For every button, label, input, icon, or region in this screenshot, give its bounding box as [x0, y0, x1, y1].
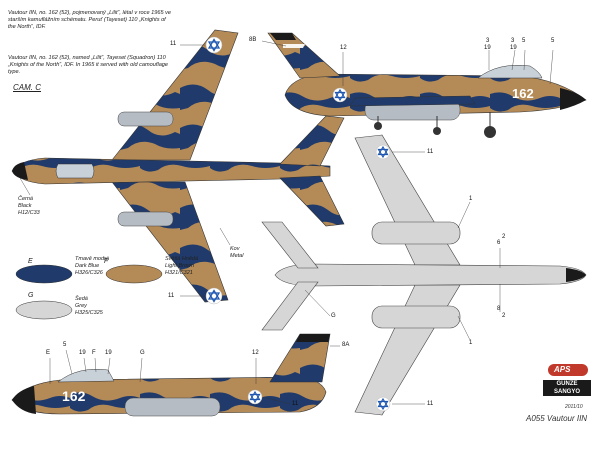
callout-11-topview-low: 11: [168, 293, 175, 299]
callout-11-low: 11: [427, 401, 434, 407]
swatch-light-brown: [105, 264, 163, 284]
callout-11-top: 11: [170, 41, 177, 47]
callout-11-mid: 11: [427, 149, 434, 155]
swatch-grey: [15, 300, 73, 320]
side-view-top: 162: [261, 32, 587, 138]
legend-f-code: H321/C321: [165, 270, 193, 276]
callout-8B: 8B: [249, 37, 257, 43]
legend-g-cz: Šedá: [75, 296, 88, 302]
callout-1a: 1: [469, 196, 473, 202]
cam-label: CAM. C: [13, 83, 41, 92]
callout-19c: 19: [105, 350, 112, 356]
gunze-sangyo-logo: GUNZE SANGYO: [543, 380, 591, 396]
callout-5a2: 5: [551, 38, 555, 44]
callout-19a: 19: [484, 45, 491, 51]
footer-date: 2011/10: [565, 404, 583, 410]
black-label-en: Black: [18, 203, 32, 209]
side-view-bottom: 162: [11, 333, 340, 417]
callout-12b: 12: [252, 350, 259, 356]
note-czech: Vautour IIN, no. 162 (52), pojmenovaný „…: [8, 10, 172, 30]
callout-12-top: 12: [340, 45, 347, 51]
legend-letter-f: F: [104, 258, 109, 265]
callout-5a: 5: [522, 38, 526, 44]
footer-title: A055 Vautour IIN: [526, 414, 588, 423]
metal-label-en: Metal: [230, 253, 244, 259]
legend-f-en: Light Brown: [165, 263, 195, 269]
callout-2b: 2: [502, 313, 506, 319]
black-label-cz: Černá: [18, 196, 33, 202]
legend-g-code: H325/C325: [75, 310, 103, 316]
callout-5b: 5: [63, 342, 67, 348]
callout-E: E: [46, 350, 51, 356]
legend-e-code: H326/C326: [75, 270, 103, 276]
legend-letter-e: E: [28, 258, 33, 265]
callout-6: 6: [497, 240, 501, 246]
top-view: [11, 29, 345, 305]
callout-11-bottom: 11: [292, 401, 299, 407]
callout-3b: 3: [511, 38, 515, 44]
aps-logo: APS: [548, 364, 588, 376]
bottom-view: [261, 134, 587, 416]
callout-8b: 8: [497, 306, 501, 312]
side-number-bottom: 162: [62, 388, 86, 404]
legend-e-cz: Tmavě modrá: [75, 256, 109, 262]
callout-19a2: 19: [510, 45, 517, 51]
swatch-dark-blue: [15, 264, 73, 284]
callout-G: G: [331, 313, 336, 319]
callout-1b: 1: [469, 340, 473, 346]
metal-label-cz: Kov: [230, 246, 240, 252]
colour-swatches: [15, 264, 163, 320]
callout-G2: G: [140, 350, 145, 356]
callout-8A: 8A: [342, 342, 350, 348]
callout-2a: 2: [502, 234, 506, 240]
legend-g-en: Grey: [75, 303, 87, 309]
legend-letter-g: G: [28, 292, 34, 299]
legend-e-en: Dark Blue: [75, 263, 100, 269]
legend-f-cz: Světlá Hnědá: [165, 256, 199, 262]
black-label-code: H12/C33: [18, 210, 40, 216]
callout-3a: 3: [486, 38, 490, 44]
callout-F: F: [92, 350, 96, 356]
side-number-top: 162: [512, 86, 534, 101]
note-english: Vautour IIN, no. 162 (52), named „Lilit“…: [8, 55, 169, 75]
callout-19b: 19: [79, 350, 86, 356]
